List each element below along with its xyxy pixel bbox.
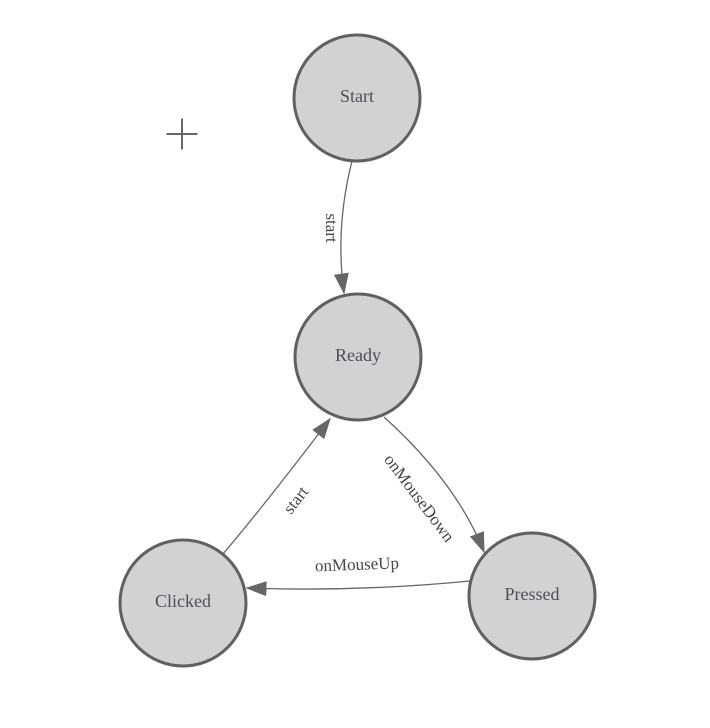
node-circle-ready[interactable] [293,292,423,422]
node-pressed[interactable]: Pressed [467,531,597,661]
edge-clicked-to-ready[interactable] [222,417,331,555]
edge-start-to-ready[interactable] [333,160,353,295]
edge-label-ready-to-pressed: onMouseDown [380,450,459,546]
node-start[interactable]: Start [292,33,422,163]
edge-pressed-to-clicked[interactable] [245,580,471,597]
node-circle-pressed[interactable] [467,531,597,661]
edge-label-clicked-to-ready: start [279,482,312,517]
node-circle-clicked[interactable] [118,538,248,668]
node-clicked[interactable]: Clicked [118,538,248,668]
node-ready[interactable]: Ready [293,292,423,422]
edge-label-start-to-ready: start [322,213,341,243]
edges-layer [222,160,485,597]
edge-label-pressed-to-clicked: onMouseUp [315,553,400,575]
cursor-layer [166,118,198,150]
node-circle-start[interactable] [292,33,422,163]
edge-ready-to-pressed[interactable] [383,416,485,554]
